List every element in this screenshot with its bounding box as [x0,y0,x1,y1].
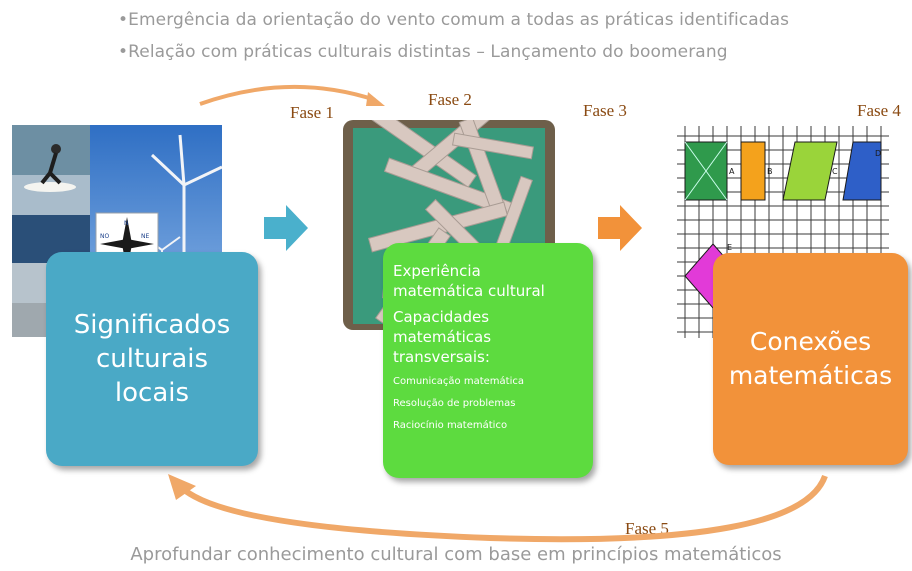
phase-label-3: Fase 3 [583,101,627,120]
grid-letter-d: D [875,149,881,158]
top-curved-arrow [199,85,385,106]
arrow-right-teal [264,205,308,251]
phase-label-4: Fase 4 [857,101,901,120]
skill-item: Resolução de problemas [393,398,516,409]
card-middle-skills-list: Comunicação matemática Resolução de prob… [393,371,593,437]
grid-letter-e: E [727,243,732,252]
compass-letter-no: NO [100,233,109,240]
compass-letter-n: N [124,220,129,227]
card-cultural-math-experience: Experiência matemática cultural Capacida… [383,243,593,478]
card-right-line-2: matemáticas [728,361,893,390]
card-middle-h2-line-2: matemáticas [393,328,492,346]
card-middle-h1-line-2: matemática cultural [393,282,545,300]
arrow-right-orange [598,205,642,251]
grid-letter-a: A [729,167,735,176]
card-middle-h1-line-1: Experiência [393,262,481,280]
bullet-wind-orientation: •Emergência da orientação do vento comum… [118,10,790,30]
compass-letter-ne: NE [141,233,149,240]
phase-label-2: Fase 2 [428,90,472,109]
card-middle-heading-1: Experiência matemática cultural [393,261,593,301]
phase-label-1: Fase 1 [290,103,334,122]
bottom-caption: Aprofundar conhecimento cultural com bas… [130,544,782,565]
card-middle-heading-2: Capacidades matemáticas transversais: [393,307,593,367]
card-left-line-3: locais [114,378,190,408]
card-left-line-2: culturais [95,344,209,374]
bullet-boomerang: •Relação com práticas culturais distinta… [118,42,728,62]
bottom-curved-arrow [168,474,828,543]
skill-item: Raciocínio matemático [393,420,508,431]
card-cultural-meanings: Significados culturais locais [46,252,258,466]
card-right-line-1: Conexões [749,327,872,356]
card-left-line-1: Significados [73,310,231,340]
card-math-connections: Conexões matemáticas [713,253,908,465]
card-cultural-meanings-title: Significados culturais locais [74,308,231,410]
card-middle-h2-line-1: Capacidades [393,308,490,326]
grid-letter-b: B [767,167,773,176]
card-math-connections-title: Conexões matemáticas [729,325,892,393]
skill-item: Comunicação matemática [393,376,524,387]
grid-letter-c: C [832,167,838,176]
card-middle-h2-line-3: transversais: [393,348,490,366]
